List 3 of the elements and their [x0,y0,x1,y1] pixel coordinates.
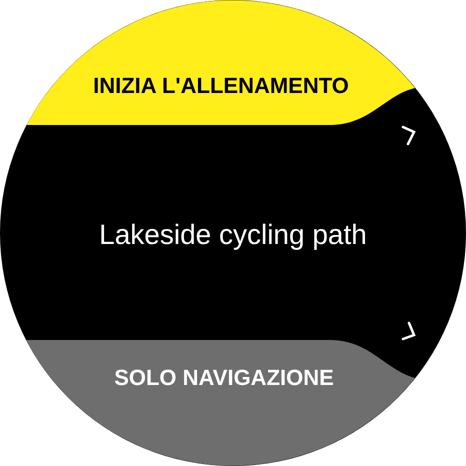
menu-option-label: INIZIA L'ALLENAMENTO [93,75,349,97]
route-name: Lakeside cycling path [99,221,367,249]
menu-option-label: SOLO NAVIGAZIONE [114,367,334,389]
